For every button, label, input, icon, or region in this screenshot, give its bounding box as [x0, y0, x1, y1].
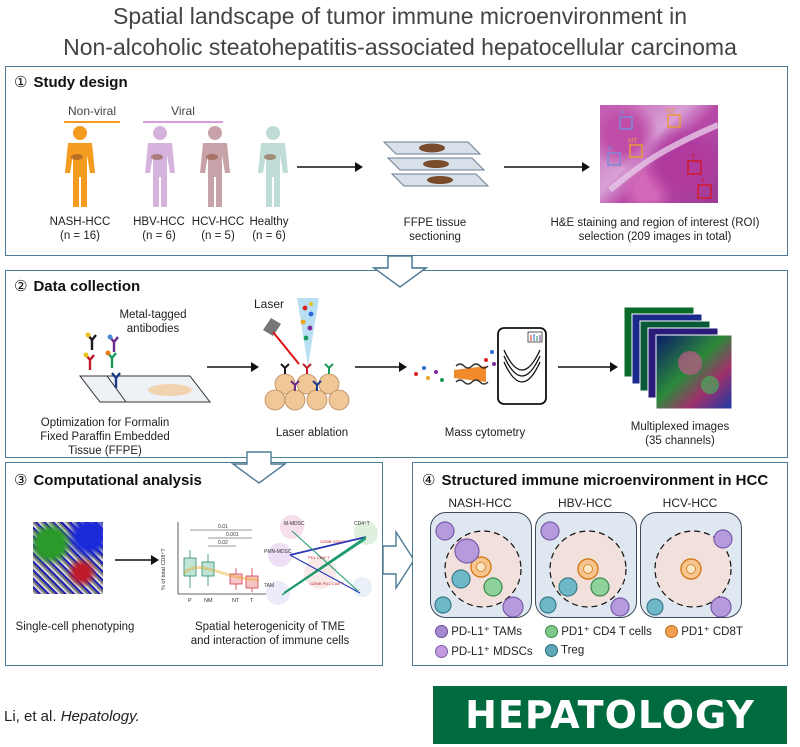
pvalue-3: 0.02: [218, 540, 228, 546]
cohort-label-hcv: HCV-HCC(n = 5): [191, 216, 245, 242]
boxplot-ylabel: % of total CD8⁺T: [160, 548, 167, 590]
laser-label: Laser: [254, 297, 285, 311]
group-line-nonviral: [64, 121, 120, 123]
arrow-to-he: [504, 162, 590, 172]
laser-ablation-label: Laser ablation: [275, 427, 349, 439]
single-cell-image: [33, 522, 103, 594]
panel-3-title: Computational analysis: [33, 472, 202, 489]
roi-tag-nt2: NT: [628, 138, 638, 145]
arrow-to-ffpe: [297, 162, 363, 172]
legend-cd8: PD1⁺ CD8T: [665, 624, 743, 639]
roi-tag-p1: P: [620, 110, 625, 117]
arrow-to-mass-cytometry: [355, 362, 407, 372]
treg-icon: [545, 644, 558, 657]
cohort-label-healthy: Healthy(n = 6): [249, 216, 289, 242]
human-figure-3: [258, 126, 288, 207]
legend-cd4: PD1⁺ CD4 T cells: [545, 624, 652, 639]
citation: Li, et al. Hepatology.: [4, 708, 140, 725]
roi-boxes: P P NT NT T T: [607, 108, 718, 199]
mass-cytometry-label: Mass cytometry: [444, 427, 526, 439]
human-figure-0: [65, 126, 95, 207]
figure-title-line-1: Spatial landscape of tumor immune microe…: [113, 3, 687, 29]
human-figure-2: [200, 126, 230, 207]
box-title-hcv: HCV-HCC: [662, 496, 718, 510]
xtick-t: T: [250, 598, 254, 604]
panel-3-number: ③: [14, 472, 28, 489]
xtick-p: P: [188, 598, 192, 604]
mass-cytometer-icon: [414, 327, 547, 405]
roi-tag-t1: T: [691, 154, 696, 161]
down-arrow-1-overlay: [372, 255, 428, 288]
right-arrow-to-panel-4: [382, 530, 415, 590]
multiplexed-label: Multiplexed images(35 channels): [630, 421, 730, 447]
panel-1-number: ①: [14, 74, 28, 91]
multiplexed-images-stack: [623, 306, 733, 410]
tam-icon: [435, 625, 448, 639]
node-tam: TAM: [264, 583, 274, 589]
arrow-to-laser: [207, 362, 259, 372]
panel-1-heading: ① Study design: [14, 73, 128, 91]
panel-3-heading: ③ Computational analysis: [14, 471, 202, 489]
tme-box-hcv: [640, 512, 742, 618]
roi-tag-nt1: NT: [666, 108, 676, 115]
box-title-hbv: HBV-HCC: [557, 496, 612, 510]
tme-box-hbv: [535, 512, 637, 618]
box-t: [245, 568, 259, 592]
legend-treg: Treg: [545, 644, 584, 657]
panel-2-number: ②: [14, 278, 28, 295]
hepatology-logo: HEPATOLOGY: [433, 686, 787, 744]
pvalue-2: 0.001: [226, 532, 239, 538]
panel-2-heading: ② Data collection: [14, 277, 140, 295]
group-line-viral: [143, 121, 223, 123]
laser-ablation-illustration: [263, 298, 350, 411]
panel-4-number: ④: [422, 472, 436, 489]
single-cell-label: Single-cell phenotyping: [15, 621, 135, 633]
he-label: H&E staining and region of interest (ROI…: [550, 217, 760, 243]
box-title-nash: NASH-HCC: [448, 496, 512, 510]
down-arrow-2: [231, 451, 287, 484]
boxplot-cd8: % of total CD8⁺T 0.01 0.001 0.02 P NM NT…: [160, 522, 266, 604]
box-nm: [201, 554, 215, 586]
cohort-human-figures: [65, 126, 288, 207]
xtick-nt: NT: [232, 598, 240, 604]
human-figure-1: [145, 126, 175, 207]
node-pmn-mdsc: PMN-MDSC: [264, 549, 292, 555]
ffpe-antibody-slide: [78, 332, 212, 403]
tme-box-nash: [430, 512, 532, 618]
node-gzmb-cd8: GZMB CD8⁺T: [320, 539, 346, 544]
node-gzmb-pd1-cd8: GZMB PD1 CD8⁺T: [310, 581, 345, 586]
node-pd1-cd8: PD1 CD8⁺T: [308, 555, 330, 560]
mdsc-icon: [435, 645, 448, 659]
figure-title-line-2: Non-alcoholic steatohepatitis-associated…: [63, 34, 737, 60]
legend-tams: PD-L1⁺ TAMs: [435, 624, 522, 639]
box-p: [183, 550, 197, 588]
panel-4-heading: ④ Structured immune microenvironment in H…: [422, 471, 768, 489]
arrow-to-images: [558, 362, 618, 372]
legend-mdscs: PD-L1⁺ MDSCs: [435, 644, 533, 659]
panel-4-title: Structured immune microenvironment in HC…: [441, 472, 769, 489]
roi-tag-p2: P: [608, 146, 613, 153]
cohort-label-hbv: HBV-HCC(n = 6): [133, 216, 185, 242]
arrow-to-analysis: [115, 555, 159, 565]
cd8-cell-icon: [665, 625, 678, 639]
roi-tag-t2: T: [701, 178, 706, 185]
cohort-label-nash: NASH-HCC(n = 16): [49, 216, 111, 242]
panel-1-title: Study design: [33, 74, 128, 91]
cell-interaction-network: M-MDSC CD4⁺T PMN-MDSC TAM GZMB CD8⁺T PD1…: [264, 515, 378, 605]
cd4-cell-icon: [545, 625, 558, 639]
group-label-nonviral: Non-viral: [67, 104, 116, 118]
pvalue-1: 0.01: [218, 524, 228, 530]
group-label-viral: Viral: [171, 104, 195, 118]
box-nt: [229, 568, 243, 590]
node-cd4t: CD4⁺T: [354, 521, 370, 527]
panel-2-title: Data collection: [33, 278, 141, 295]
node-m-mdsc: M-MDSC: [284, 521, 305, 527]
ffpe-slides-icon: [382, 141, 490, 187]
xtick-nm: NM: [204, 598, 213, 604]
